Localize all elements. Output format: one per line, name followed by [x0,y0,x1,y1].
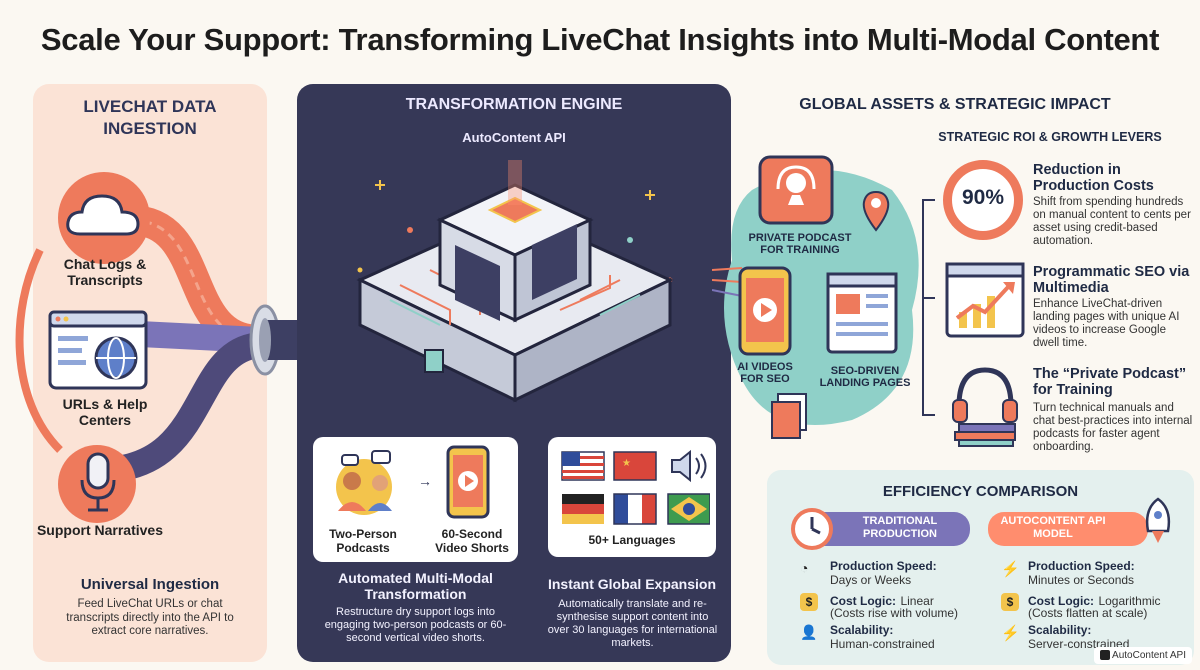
coin-icon: $ [1001,593,1019,611]
ingestion-heading: LIVECHAT DATA INGESTION [83,97,217,138]
document-icon [771,393,807,439]
location-pin-icon [862,190,890,232]
trad-scale-title: Scalability: [830,623,894,637]
auto-cost-title: Cost Logic: [1028,594,1094,608]
headphones-books-icon [952,367,1018,447]
bolt-icon: ⚡ [1001,625,1020,642]
global-expansion-text: Automatically translate and re-synthesis… [547,598,718,649]
microphone-icon [80,452,116,512]
trad-cost-detail: (Costs rise with volume) [830,606,959,620]
assets-heading: GLOBAL ASSETS & STRATEGIC IMPACT [799,96,1111,113]
roi-text-podcast: Turn technical manuals and chat best-pra… [1033,402,1193,453]
cloud-icon [66,194,140,236]
trad-cost-row: Cost Logic: Linear [830,592,934,610]
brand-logo-icon [1099,650,1110,661]
video-shorts-label: 60-Second Video Shorts [435,527,509,555]
auto-cost-value: Logarithmic [1098,594,1161,608]
asset-label-ai-videos: AI VIDEOS FOR SEO [737,361,793,385]
trad-speed-value: Days or Weeks [830,573,912,587]
trad-cost-value: Linear [900,594,934,608]
svg-text:★: ★ [622,458,631,469]
money-bag-icon: $ [800,593,818,611]
podcast-app-icon [758,155,834,225]
roi-title-cost: Reduction in Production Costs [1033,162,1154,194]
rocket-icon [1145,497,1171,543]
auto-scale-title: Scalability: [1028,623,1092,637]
autocontent-pill: AUTOCONTENT API MODEL [988,512,1148,546]
trad-cost-title: Cost Logic: [830,594,896,608]
arrow-icon: → [418,473,432,489]
source-label-chat-logs: Chat Logs & Transcripts [63,256,147,288]
landing-page-icon [826,272,898,354]
clock-icon [791,508,833,550]
language-flags-icon: ★ [561,449,710,525]
two-person-podcasts-label: Two-Person Podcasts [329,527,397,555]
growth-chart-icon [945,262,1025,338]
roi-title-podcast: The “Private Podcast” for Training [1033,366,1187,398]
auto-cost-row: Cost Logic: Logarithmic [1028,592,1160,610]
transformation-title: Automated Multi-Modal Transformation [338,570,493,602]
auto-speed-title: Production Speed: [1028,559,1135,573]
trad-scale-value: Human-constrained [830,637,935,651]
roi-text-seo: Enhance LiveChat-driven landing pages wi… [1033,298,1180,349]
assets-blob [712,170,919,425]
global-expansion-title: Instant Global Expansion [547,576,717,592]
languages-label: 50+ Languages [588,533,676,547]
transformation-text: Restructure dry support logs into engagi… [324,606,507,644]
engine-heading: TRANSFORMATION ENGINE [405,96,623,113]
efficiency-panel [767,470,1194,665]
stat-ring [943,160,1023,240]
auto-cost-detail: (Costs flatten at scale) [1028,606,1148,620]
roi-bracket [922,199,935,416]
brand-badge: AutoContent API [1093,647,1192,664]
source-label-urls: URLs & Help Centers [62,396,148,428]
transformation-engine-illustration [356,160,674,403]
engine-subheading: AutoContent API [462,130,566,145]
efficiency-heading: EFFICIENCY COMPARISON [882,483,1079,500]
video-phone-icon [446,445,490,519]
source-label-narratives: Support Narratives [36,522,164,538]
lightning-icon: ⚡ [1001,561,1020,578]
ai-video-phone-icon [738,266,792,356]
asset-label-landing-pages: SEO-DRIVEN LANDING PAGES [819,365,911,389]
auto-speed-value: Minutes or Seconds [1028,573,1135,587]
roi-title-seo: Programmatic SEO via Multimedia [1033,264,1190,296]
person-icon: 👤 [800,624,818,640]
ingestion-summary-text: Feed LiveChat URLs or chat transcripts d… [66,598,234,637]
roi-heading: STRATEGIC ROI & GROWTH LEVERS [938,130,1162,144]
brand-name: AutoContent API [1112,650,1186,661]
asset-label-podcast: PRIVATE PODCAST FOR TRAINING [748,232,852,256]
stat-value: 90% [961,186,1005,209]
speed-icon: ◔ [800,560,809,576]
ingestion-summary-title: Universal Ingestion [80,576,220,593]
podcast-people-icon [336,450,392,515]
page-title: Scale Your Support: Transforming LiveCha… [40,22,1160,57]
roi-text-cost: Shift from spending hundreds on manual c… [1033,196,1191,247]
trad-speed-title: Production Speed: [830,559,937,573]
globe-browser-icon [48,310,148,390]
